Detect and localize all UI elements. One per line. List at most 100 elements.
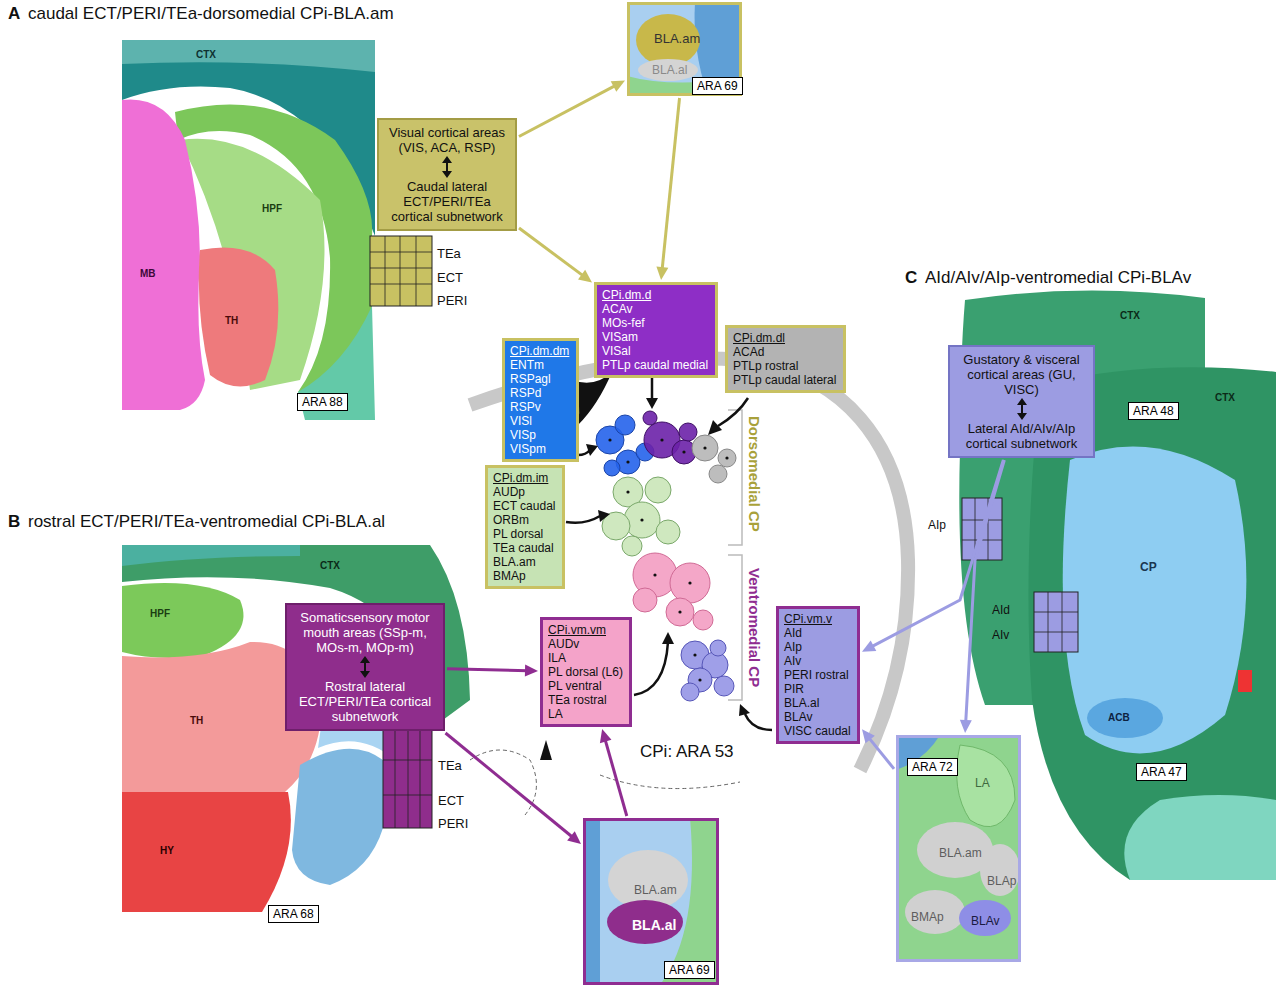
- box-text: TEa rostral: [548, 693, 624, 707]
- connector-line: [447, 669, 528, 671]
- small-wedge: [540, 740, 552, 760]
- dot: [626, 460, 629, 463]
- strip-grid: [1034, 592, 1078, 652]
- inset-ara72: [896, 735, 1021, 962]
- text-label: PERI: [437, 293, 467, 309]
- connector-line: [519, 85, 616, 136]
- thalamus-region: [199, 248, 279, 387]
- text-label: ECT: [437, 270, 463, 286]
- section-label-box: ARA 72: [907, 758, 958, 776]
- double-arrow: [1015, 398, 1029, 420]
- cpi-domain-box: CPi.vm.vmAUDvILAPL dorsal (L6)PL ventral…: [540, 617, 632, 727]
- box-text: RSPagl: [510, 372, 571, 386]
- box-heading: CPi.vm.v: [784, 612, 852, 626]
- text-label: AIv: [992, 628, 1009, 642]
- lateral-cortex-strip: [370, 236, 432, 306]
- dot: [693, 653, 696, 656]
- box-text: ARA 72: [912, 759, 953, 775]
- projection-arrow: [566, 516, 600, 523]
- box-text: ACAv: [602, 302, 710, 316]
- inset-top: [627, 2, 742, 96]
- box-text: Rostral lateral ECT/PERI/TEa cortical su…: [292, 679, 438, 724]
- double-arrow: [440, 156, 454, 178]
- circle: [710, 640, 726, 656]
- arrow-head: [600, 729, 612, 743]
- circle: [633, 588, 657, 612]
- box-text: ARA 88: [302, 394, 343, 410]
- box-text: ENTm: [510, 358, 571, 372]
- projection-arrow: [578, 450, 590, 455]
- arrow-head: [586, 444, 598, 456]
- circle: [656, 520, 680, 544]
- box-text: ECT caudal: [493, 499, 557, 513]
- text-label: ACB: [1108, 712, 1130, 724]
- box-text: BLA.am: [939, 846, 982, 860]
- hippocampus-region: [122, 583, 243, 658]
- dot: [703, 446, 706, 449]
- box-text: PTLp caudal lateral: [733, 373, 838, 387]
- text-label: CTX: [320, 560, 340, 572]
- box-text: BLA.al: [632, 917, 676, 934]
- dot: [660, 438, 663, 441]
- box-text: AIv: [784, 654, 852, 668]
- bracket: [728, 410, 742, 545]
- text-label: TH: [190, 715, 203, 727]
- box-text: ILA: [548, 651, 624, 665]
- projection-connector: [656, 98, 679, 280]
- box-text: VISl: [510, 414, 571, 428]
- box-heading: CPi.vm.vm: [548, 623, 624, 637]
- projection-arrow: [745, 714, 772, 730]
- box-text: BLAp: [987, 874, 1016, 888]
- la-region: [957, 745, 1015, 827]
- bla-al-region: [638, 59, 698, 81]
- text-label: MB: [140, 268, 156, 280]
- text-label: rostral ECT/PERI/TEa-ventromedial CPi-BL…: [28, 512, 385, 532]
- box-text: PL dorsal (L6): [548, 665, 624, 679]
- box-heading: CPi.dm.d: [602, 288, 710, 302]
- dot: [682, 450, 685, 453]
- cortex-top-band: [122, 545, 300, 566]
- red-patch: [1238, 670, 1252, 692]
- box-text: AIp: [784, 640, 852, 654]
- text-label: CTX: [1215, 392, 1235, 404]
- projection-arrow: [651, 378, 654, 400]
- circle: [643, 411, 657, 425]
- box-text: PL ventral: [548, 679, 624, 693]
- box-text: BLAv: [784, 710, 852, 724]
- text-label: HPF: [150, 608, 170, 620]
- box-text: VISpm: [510, 442, 571, 456]
- text-label: CP: [1140, 560, 1157, 574]
- box-text: ORBm: [493, 513, 557, 527]
- arrow-head: [525, 665, 538, 677]
- section-label-box: ARA 68: [268, 905, 319, 923]
- text-label: CPi: ARA 53: [640, 742, 734, 762]
- box-text: RSPv: [510, 400, 571, 414]
- projection-arrow: [634, 642, 668, 695]
- box-text: VISC caudal: [784, 724, 852, 738]
- region-bracket-label: Dorsomedial CP: [745, 416, 763, 532]
- arrow-head: [611, 80, 625, 91]
- blav-region: [959, 900, 1011, 936]
- circle: [709, 465, 727, 483]
- text-label: ECT: [438, 793, 464, 809]
- circle: [624, 502, 660, 538]
- circle: [679, 423, 697, 441]
- text-label: CTX: [196, 49, 216, 61]
- dot: [640, 518, 643, 521]
- box-heading: CPi.dm.dl: [733, 331, 838, 345]
- box-text: MOs-fef: [602, 316, 710, 330]
- box-text: RSPd: [510, 386, 571, 400]
- text-label: AId: [992, 603, 1010, 617]
- projection-connector: [519, 80, 625, 136]
- atlas-inset: BLA.amBLA.alARA 69: [627, 2, 742, 96]
- accumbens-region: [1087, 698, 1163, 738]
- text-label: AIp: [928, 518, 946, 532]
- arrow-head: [662, 632, 674, 644]
- green-circles: [602, 477, 680, 556]
- atlas-section-b: [122, 545, 470, 912]
- box-text: BLA.al: [652, 63, 687, 77]
- box-text: BLA.am: [493, 555, 557, 569]
- connector-line: [871, 460, 1004, 647]
- box-text: ARA 69: [697, 78, 738, 94]
- purple-circles: [643, 411, 697, 464]
